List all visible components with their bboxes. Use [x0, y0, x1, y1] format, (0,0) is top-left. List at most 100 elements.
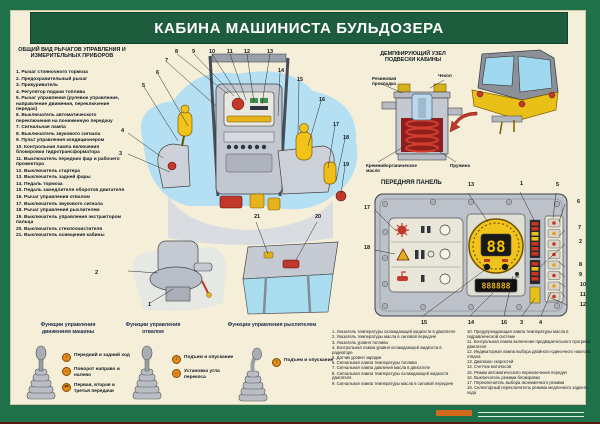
- roof-detail-illustration: [242, 221, 339, 315]
- cab-suspension-illustration: [471, 49, 559, 135]
- direction-icon: ⇄: [62, 383, 71, 393]
- cabin-illustration: [127, 53, 358, 245]
- panel-callout-16: 16: [501, 320, 508, 326]
- list-item: 13. Диапазон скоростей: [467, 359, 514, 364]
- joystick-blade: [132, 345, 162, 400]
- list-item: 11. Выключатель передних фар и рабочего …: [16, 156, 120, 168]
- cabin-callout-14: 14: [278, 68, 285, 74]
- front-panel-list-col2: 10. Предупреждающая лампа температуры ма…: [467, 329, 595, 396]
- cabin-callout-3: 3: [119, 151, 123, 157]
- list-item: 6. Сигнальная лампа температуры топлива: [332, 360, 417, 366]
- cabin-callout-15: 15: [297, 77, 304, 83]
- panel-callout-18: 18: [364, 245, 371, 251]
- list-item: 17. Выключатель звукового сигнала: [16, 201, 103, 207]
- list-item: 21. Выключатель освещения кабины: [16, 233, 105, 239]
- list-item: 14. Педаль тормоза: [16, 181, 63, 187]
- bottom-accent: [0, 422, 600, 424]
- cabin-callout-12: 12: [244, 49, 251, 55]
- list-item: 8. Выключатель звукового сигнала: [16, 131, 101, 137]
- cabin-callout-13: 13: [267, 49, 274, 55]
- controls-legend-section: ОБЩИЙ ВИД РЫЧАГОВ УПРАВЛЕНИЯ И ИЗМЕРИТЕЛ…: [14, 47, 130, 240]
- cabin-callout-2: 2: [95, 270, 99, 276]
- list-item: 13. Выключатель задней фары: [16, 175, 91, 181]
- gear-display: 88: [486, 237, 505, 256]
- front-panel-list-col1: 1. Указатель температуры охлаждающей жид…: [332, 329, 462, 387]
- cabin-callout-18: 18: [343, 135, 350, 141]
- joystick-machine: [26, 345, 56, 400]
- list-item: 18. Рычаг управления рыхлителем: [16, 208, 100, 214]
- list-item: 16. Выключатель режима блокировки: [467, 374, 540, 380]
- legend-text: Поворот направо и налево: [74, 367, 120, 378]
- cabin-callout-17: 17: [333, 122, 340, 128]
- legend-item: ↔Поворот направо и налево: [62, 367, 130, 378]
- cabin-callout-7: 7: [165, 58, 169, 64]
- fn-machine-legend: ↕Передний и задний ход↔Поворот направо и…: [62, 353, 130, 399]
- cabin-callout-21: 21: [254, 214, 261, 220]
- cabin-callout-9: 9: [192, 49, 196, 55]
- cabin-callout-19: 19: [343, 162, 350, 168]
- publisher-logo: [436, 410, 472, 416]
- list-item: 5. Рычаг управления (рулевое управление,…: [16, 96, 120, 112]
- list-item: 5. Датчик уровня зарядки: [332, 354, 382, 360]
- legend-item: ↕Подъем и опускание: [172, 355, 240, 364]
- panel-callout-5: 5: [556, 182, 560, 188]
- legend-text: Первая, вторая и третья передачи: [74, 383, 115, 394]
- panel-callout-3: 3: [520, 320, 524, 326]
- legend-item: ↕Подъем и опускание: [272, 358, 340, 367]
- list-item: 1. Рычаг стояночного тормоза: [16, 69, 88, 75]
- cabin-callout-16: 16: [319, 97, 326, 103]
- list-item: 9. Сигнальная лампа температуры масла в …: [332, 380, 454, 386]
- poster-paper: КАБИНА МАШИНИСТА БУЛЬДОЗЕРА ОБЩИЙ ВИД РЫ…: [10, 10, 590, 405]
- panel-callout-11: 11: [580, 292, 586, 298]
- panel-callout-15: 15: [421, 320, 428, 326]
- list-item: 11. Контрольная лампа включения предвари…: [467, 339, 590, 349]
- damper-label-spring: Пружина: [450, 163, 471, 168]
- fn-ripper-legend: ↕Подъем и опускание: [272, 358, 340, 372]
- list-item: 1. Указатель температуры охлаждающей жид…: [332, 329, 456, 334]
- direction-icon: ↕: [62, 353, 71, 362]
- controls-legend-heading: ОБЩИЙ ВИД РЫЧАГОВ УПРАВЛЕНИЯ И ИЗМЕРИТЕЛ…: [18, 47, 126, 60]
- panel-callout-17: 17: [364, 205, 371, 211]
- list-item: 9. Пульт управления кондиционером: [16, 138, 105, 144]
- list-item: 20. Выключатель стеклоочистителя: [16, 226, 103, 232]
- legend-item: ↔Установка угла перекоса: [172, 369, 240, 380]
- page-title-bar: КАБИНА МАШИНИСТА БУЛЬДОЗЕРА: [30, 12, 568, 44]
- panel-callout-13: 13: [468, 182, 475, 188]
- legend-text: Подъем и опускание: [184, 355, 234, 360]
- list-item: 17. Переключатель выбора экономичного ре…: [467, 380, 565, 386]
- list-item: 12. Индикаторная лампа выбора двойного-о…: [467, 349, 591, 359]
- fn-ripper-heading: Функции управления рыхлителем: [227, 322, 317, 328]
- list-item: 6. Выключатель автоматического переключе…: [16, 113, 113, 124]
- direction-icon: ↔: [62, 367, 71, 376]
- legend-text: Установка угла перекоса: [184, 369, 220, 380]
- panel-callout-10: 10: [580, 282, 587, 288]
- list-item: 10. Контрольная лампа включения блокиров…: [16, 144, 100, 156]
- cabin-callout-11: 11: [227, 49, 233, 55]
- list-item: 3. Указатель уровня топлива: [332, 339, 388, 345]
- list-item: 18. Селекторный переключатель режима мед…: [467, 385, 588, 396]
- panel-callout-6: 6: [577, 199, 581, 205]
- seat-detail-illustration: [127, 240, 227, 311]
- list-item: 8. Сигнальная лампа температуры охлаждаю…: [332, 370, 449, 381]
- direction-icon: ↔: [172, 369, 181, 378]
- list-item: 4. Регулятор подачи топлива: [16, 89, 86, 95]
- panel-callout-12: 12: [580, 302, 587, 308]
- damper-heading: ДЕМПФИРУЮЩИЙ УЗЕЛ ПОДВЕСКИ КАБИНЫ: [380, 51, 446, 64]
- cabin-callout-1: 1: [148, 302, 152, 308]
- front-panel-illustration: 88 888888: [374, 191, 568, 317]
- list-item: 7. Сигнальная лампа: [16, 125, 66, 131]
- page-title: КАБИНА МАШИНИСТА БУЛЬДОЗЕРА: [154, 19, 444, 37]
- list-item: 2. Предохранительный рычаг: [16, 76, 88, 82]
- cabin-callout-4: 4: [121, 128, 125, 134]
- list-item: 12. Выключатель стартера: [16, 168, 80, 174]
- list-item: 7. Сигнальная лампа давления масла в дви…: [332, 365, 431, 371]
- cabin-callout-5: 5: [142, 83, 146, 89]
- panel-callout-9: 9: [579, 272, 583, 278]
- hour-meter-display: 888888: [482, 282, 511, 291]
- damper-label-cover: Чехол: [438, 73, 452, 78]
- front-panel-heading: ПЕРЕДНЯЯ ПАНЕЛЬ: [381, 180, 442, 186]
- panel-callout-4: 4: [539, 320, 543, 326]
- panel-callout-2: 2: [579, 239, 583, 245]
